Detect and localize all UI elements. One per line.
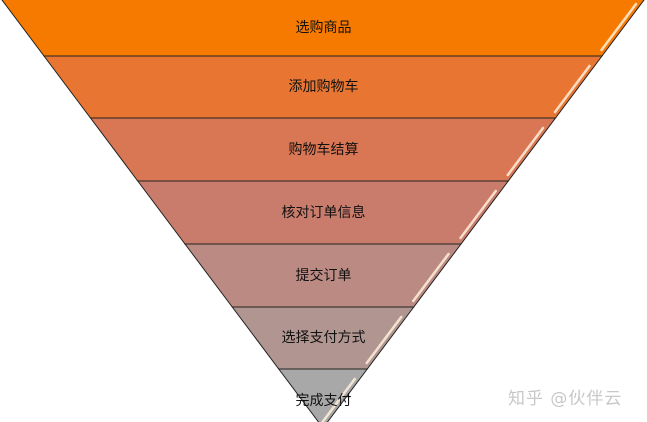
funnel-stage-label: 核对订单信息	[281, 204, 366, 221]
funnel-stage-shape	[277, 368, 369, 422]
stage-highlight	[412, 252, 450, 303]
stage-highlight	[321, 377, 356, 422]
funnel-stage-label: 选择支付方式	[281, 330, 366, 346]
funnel-stage	[277, 368, 369, 422]
stage-highlight	[365, 315, 403, 365]
stage-highlight	[553, 64, 591, 114]
watermark: 知乎 @伙伴云	[508, 389, 623, 409]
stage-highlight	[506, 126, 545, 177]
stage-highlight	[600, 2, 638, 52]
funnel-stage-label: 选购商品	[295, 20, 352, 36]
funnel-stage-label: 添加购物车	[288, 79, 359, 95]
funnel-stage-label: 完成支付	[295, 393, 352, 409]
stage-highlight	[459, 189, 497, 240]
funnel-stage-label: 提交订单	[295, 267, 352, 284]
funnel-stage-label: 购物车结算	[288, 141, 359, 158]
